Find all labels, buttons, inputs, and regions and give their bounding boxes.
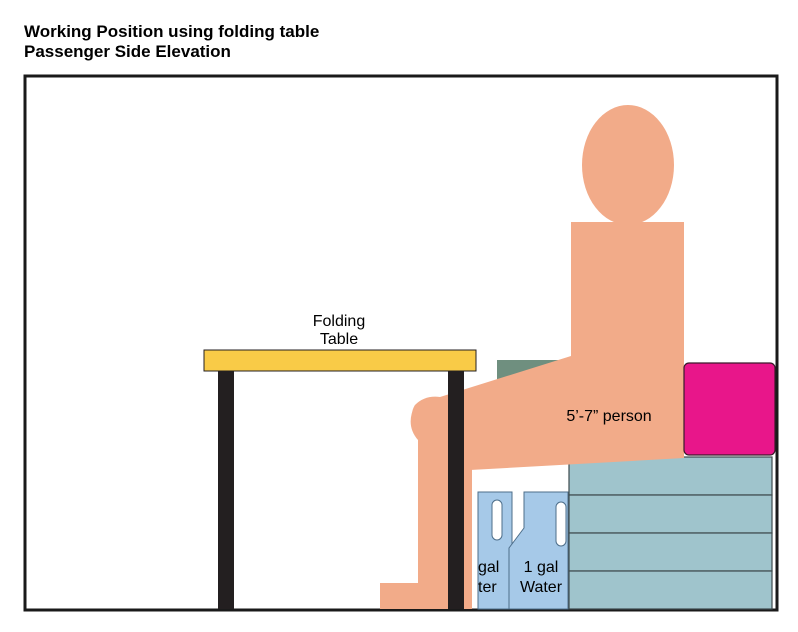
jug-right-label-line1: 1 gal bbox=[524, 559, 559, 576]
table-leg-left bbox=[218, 371, 234, 609]
folding-table bbox=[203, 349, 477, 609]
table-label-line1: Folding bbox=[313, 313, 365, 330]
jug-left-label-line1: gal bbox=[478, 559, 499, 576]
jug-handle bbox=[491, 499, 503, 541]
diagram-subtitle: Passenger Side Elevation bbox=[24, 42, 231, 61]
table-top bbox=[203, 349, 477, 372]
jug-right-label-line2: Water bbox=[520, 579, 563, 596]
cushion bbox=[683, 362, 776, 456]
diagram-title: Working Position using folding table bbox=[24, 22, 320, 41]
person-thigh bbox=[412, 356, 684, 470]
jug-handle bbox=[555, 501, 567, 547]
van-interior-frame bbox=[23, 74, 779, 612]
water-jug-right bbox=[508, 491, 569, 610]
jug-left-label-line2: ter bbox=[478, 579, 497, 596]
title-block: Working Position using folding table Pas… bbox=[24, 22, 319, 62]
table-leg-right bbox=[448, 371, 464, 609]
person-label: 5’-7” person bbox=[566, 408, 651, 425]
storage-bench bbox=[568, 456, 773, 610]
person-head bbox=[582, 105, 674, 225]
table-label-line2: Table bbox=[320, 331, 358, 348]
